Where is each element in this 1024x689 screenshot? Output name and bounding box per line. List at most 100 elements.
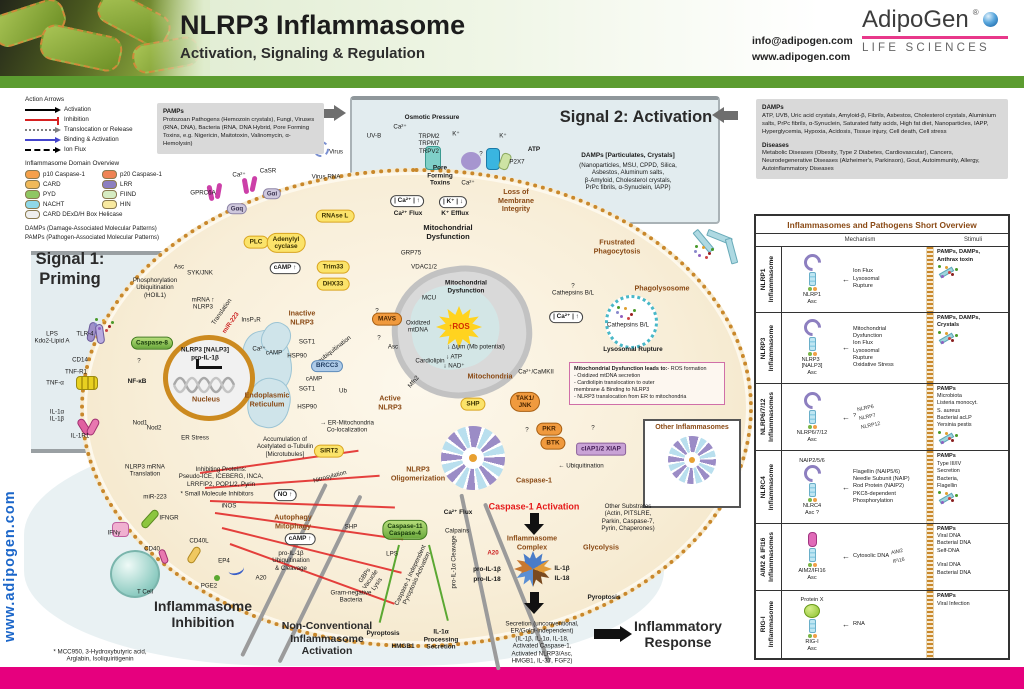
legend-arrow-label: Ion Flux	[64, 146, 87, 153]
inhibiting-proteins: Inhibiting Proteins: Pseudo-ICE, ICEBERG…	[178, 465, 264, 488]
molecule-domain-dots	[807, 563, 817, 568]
overview-stimuli-cell: PAMPs, DAMPs, Crystals	[934, 313, 1008, 383]
molecule-hook-icon	[804, 604, 820, 618]
asc-top: Asc	[173, 263, 185, 271]
tlr-4: TLR-4	[76, 330, 94, 338]
domain-item-label: PYD	[43, 191, 56, 198]
molecule-domain-dots	[807, 352, 817, 357]
page-subtitle: Activation, Signaling & Regulation	[180, 45, 426, 62]
k-top-2: K⁺	[499, 132, 507, 140]
btk: BTK	[540, 436, 566, 450]
signal1-title: Signal 1: Priming	[35, 250, 105, 288]
pro-il-1b-ubiquitination: pro-IL-1β Ubiquitination & Cleavage	[272, 549, 310, 572]
pyd-dot-icon	[807, 498, 812, 503]
mid-label: NLRP12	[860, 420, 882, 431]
domain-overview-title: Inflammasome Domain Overview	[25, 160, 120, 167]
non-conventional: Non-Conventional Inflammasome Activation	[281, 620, 373, 658]
stimuli-lines: Viral Infection	[937, 600, 970, 607]
mechanism-text: Ion Flux Lysosomal Rupture	[853, 268, 880, 289]
legend-arrow-label: Translocation or Release	[64, 126, 133, 133]
lysosomal-rupture: Lysosomal Rupture	[603, 346, 663, 354]
mir-223-2: miR-223	[143, 493, 167, 501]
inflammasome-complex: Inflammasome Complex	[506, 533, 558, 551]
molecule-hook-icon	[799, 250, 825, 275]
asc-label: Asc ?	[805, 510, 819, 517]
vdac12: VDAC1/2	[411, 263, 437, 271]
legend-arrow-label: Binding & Activation	[64, 136, 119, 143]
overview-row-name: NLRP6/7/12 Inflammasomes	[756, 383, 782, 451]
ep4: EP4	[218, 557, 230, 565]
domain-item: NACHT	[25, 200, 98, 209]
er-mitochondria: → ER-Mitochondria Co-localization	[320, 419, 374, 434]
molecule-hook-icon	[807, 532, 817, 548]
stimuli-column-header: Stimuli	[963, 237, 982, 243]
membrane-divider-icon	[926, 247, 934, 312]
shp-2: SHP	[344, 523, 358, 531]
bacterium-shape	[37, 21, 125, 75]
mechanism-text: ?	[853, 413, 857, 420]
pamps-box: PAMPs Protozoan Pathogens (Hemozoin crys…	[157, 103, 324, 154]
overview-row-name-text: NLRP1 Inflammasome	[760, 256, 776, 303]
caspase-1-activation: Caspase-1 Activation	[488, 501, 580, 512]
diseases-title: Diseases	[762, 141, 789, 149]
virus-label: Virus	[329, 148, 343, 156]
ca-gpcr: Ca²⁺	[232, 171, 246, 179]
sirt2: SIRT2	[313, 444, 345, 458]
molecule-domain-dots	[807, 498, 817, 503]
caspase-1: Caspase-1	[516, 475, 552, 485]
overview-row-name: NLRP1 Inflammasome	[756, 247, 782, 312]
adenylyl-cyclase: Adenylyl cyclase	[266, 232, 306, 254]
overview-column-headers: Mechanism Stimuli	[756, 234, 1008, 246]
left-arrow-icon: ←	[842, 412, 850, 422]
domain-item: LRR	[102, 180, 175, 189]
stimuli-title: PAMPs	[937, 453, 956, 460]
overview-row-name: NLRC4 Inflammasome	[756, 451, 782, 523]
other-inflammasome-icon	[668, 436, 716, 484]
sgt1-1: SGT1	[298, 338, 316, 346]
membrane-divider-icon	[926, 312, 934, 383]
stimuli-lines: Type III/IV Secretion Bacteria, Flagelli…	[937, 461, 962, 489]
phagolysosome-contents-icon	[617, 306, 620, 309]
logo-sphere-icon	[982, 12, 998, 27]
tnf-alpha: TNF-α	[46, 379, 64, 387]
casr-icon	[241, 177, 250, 195]
molecule-hook-icon	[799, 387, 825, 413]
inactive-nlrp3: Inactive NLRP3	[288, 308, 316, 326]
ciap-xiap: cIAP1/2 XIAP	[576, 442, 626, 456]
overview-stimuli-cell: PAMPs, DAMPs, Anthrax toxin	[934, 247, 1008, 312]
rnase-l: RNAse L	[315, 209, 355, 223]
mechanism-text: Flagellin (NAIP5/6) Needle Subunit (NAIP…	[853, 468, 910, 504]
left-arrow-icon: ←	[842, 620, 850, 629]
il-1b: IL-1β	[554, 565, 570, 573]
casr: CaSR	[259, 167, 277, 175]
logo-tagline: LIFE SCIENCES	[862, 42, 990, 54]
domain-item-label: p20 Caspase-1	[120, 171, 162, 178]
ca-er: Ca²⁺	[252, 345, 266, 353]
membrane-divider-icon	[926, 523, 934, 590]
lps-2: LPS	[386, 550, 398, 558]
domain-color-icon	[102, 170, 117, 179]
inflammatory-response-arrow	[594, 626, 632, 642]
er-stress: ER Stress	[181, 434, 209, 442]
action-arrows-title: Action Arrows	[25, 96, 65, 103]
g-alpha-i: Gαi	[262, 188, 282, 200]
promoter-icon	[196, 359, 222, 369]
domain-item-label: CARD DExD/H Box Helicase	[43, 211, 123, 218]
k-top-1: K⁺	[452, 130, 460, 138]
atp-down: ↓ ATP	[445, 353, 463, 361]
nucleus-genes: NLRP3 [NALP3] pro-IL-1β	[181, 346, 229, 361]
cd14: CD14	[72, 356, 88, 364]
domain-color-icon	[25, 200, 40, 209]
pamps-box-title: PAMPs	[163, 108, 184, 115]
pyd-dot-icon	[807, 352, 812, 357]
molecule-stem-icon	[808, 337, 816, 352]
mito-dysfunction-box-lines: - ROS formation - Oxidized mtDNA secreti…	[574, 366, 707, 401]
page-title: NLRP3 Inflammasome	[180, 10, 466, 40]
